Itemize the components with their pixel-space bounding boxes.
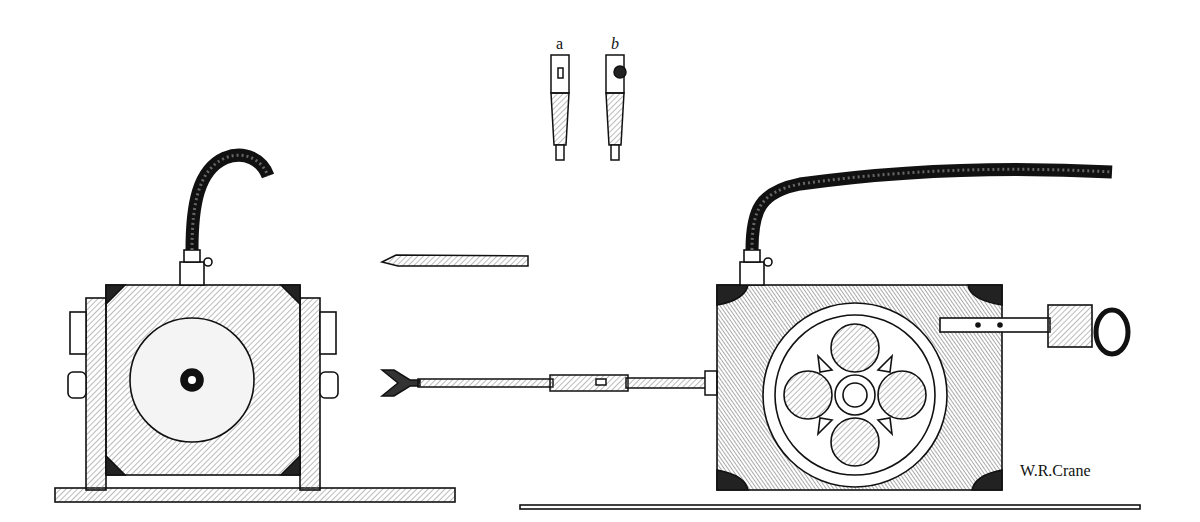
bit-shanks: [551, 55, 626, 160]
chisel-bit: [382, 255, 528, 266]
part-letter: b: [611, 36, 619, 52]
side-view: [520, 169, 1140, 509]
drill-rod: [382, 370, 717, 396]
end-view: [55, 155, 455, 502]
part-letter: a: [556, 36, 563, 52]
signature: W.R.Crane: [1020, 463, 1091, 479]
